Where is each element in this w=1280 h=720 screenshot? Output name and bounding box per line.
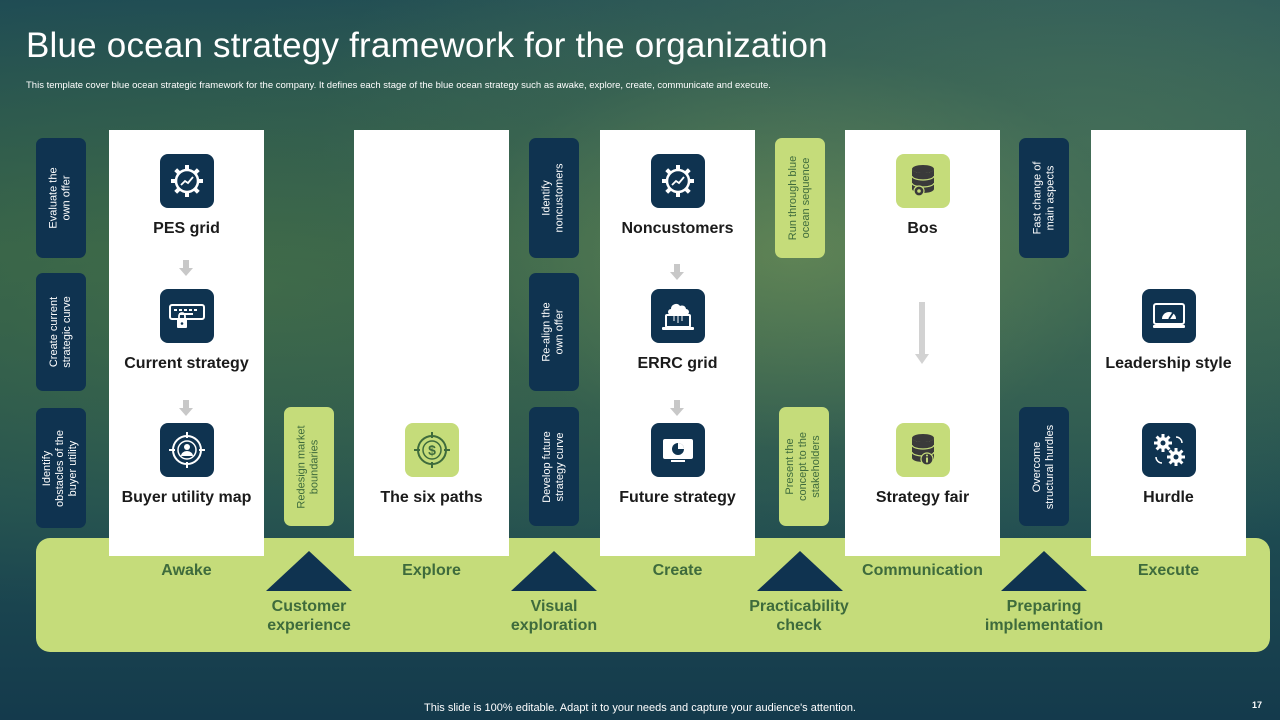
side-label-overcome-hurdles: Overcome structural hurdles bbox=[1019, 407, 1069, 526]
item-hurdle: Hurdle bbox=[1091, 423, 1246, 507]
pie-screen-icon bbox=[650, 423, 705, 477]
cloud-laptop-icon bbox=[650, 289, 705, 343]
stage-label-explore: Explore bbox=[402, 562, 461, 579]
side-label-create-strategic-curve: Create current strategic curve bbox=[36, 273, 86, 391]
column-explore: $ The six paths bbox=[354, 130, 509, 556]
triangle-marker bbox=[511, 551, 597, 591]
transition-label-customer-experience: Customer experience bbox=[267, 598, 351, 634]
item-noncustomers: Noncustomers bbox=[600, 154, 755, 238]
item-errc-grid: ERRC grid bbox=[600, 289, 755, 373]
database-gear-icon bbox=[895, 154, 950, 208]
side-label-identify-noncustomers: Identify noncustomers bbox=[529, 138, 579, 258]
slide-subtitle: This template cover blue ocean strategic… bbox=[26, 80, 771, 91]
item-label: Noncustomers bbox=[621, 220, 734, 237]
column-communication: Bos Strategy fair bbox=[845, 130, 1000, 556]
stage-label-awake: Awake bbox=[161, 562, 212, 579]
triangle-marker bbox=[757, 551, 843, 591]
arrow-down-icon bbox=[670, 400, 684, 416]
item-label: Hurdle bbox=[1143, 489, 1194, 506]
side-label-evaluate-own-offer: Evaluate the own offer bbox=[36, 138, 86, 258]
triangle-marker bbox=[266, 551, 352, 591]
stage-label-create: Create bbox=[652, 562, 703, 579]
stage-label-execute: Execute bbox=[1137, 562, 1200, 579]
item-label: ERRC grid bbox=[637, 355, 718, 372]
item-label: Leadership style bbox=[1105, 355, 1232, 372]
monitor-gauge-icon bbox=[1141, 289, 1196, 343]
side-label-realign-offer: Re-align the own offer bbox=[529, 273, 579, 391]
gear-chart-icon bbox=[159, 154, 214, 208]
item-pes-grid: PES grid bbox=[109, 154, 264, 238]
keyboard-lock-icon bbox=[159, 289, 214, 343]
gear-chart-icon bbox=[650, 154, 705, 208]
item-label: Future strategy bbox=[619, 489, 736, 506]
target-user-icon bbox=[159, 423, 214, 477]
item-label: Current strategy bbox=[124, 355, 249, 372]
gears-icon bbox=[1141, 423, 1196, 477]
item-leadership-style: Leadership style bbox=[1091, 289, 1246, 373]
arrow-down-icon bbox=[179, 400, 193, 416]
slide-title: Blue ocean strategy framework for the or… bbox=[26, 26, 828, 65]
side-label-redesign-market: Redesign market boundaries bbox=[284, 407, 334, 526]
column-create: Noncustomers ERRC grid Future strategy bbox=[600, 130, 755, 556]
item-strategy-fair: Strategy fair bbox=[845, 423, 1000, 507]
database-info-icon bbox=[895, 423, 950, 477]
side-label-develop-future-curve: Develop future strategy curve bbox=[529, 407, 579, 526]
transition-label-visual-exploration: Visual exploration bbox=[510, 598, 598, 634]
item-current-strategy: Current strategy bbox=[109, 289, 264, 373]
stage-label-communication: Communication bbox=[862, 562, 983, 579]
arrow-down-icon bbox=[915, 302, 929, 364]
item-six-paths: $ The six paths bbox=[354, 423, 509, 507]
transition-label-practicability-check: Practicability check bbox=[749, 598, 849, 634]
item-future-strategy: Future strategy bbox=[600, 423, 755, 507]
svg-text:$: $ bbox=[428, 442, 436, 458]
item-label: The six paths bbox=[380, 489, 483, 506]
column-execute: Leadership style Hurdle bbox=[1091, 130, 1246, 556]
triangle-marker bbox=[1001, 551, 1087, 591]
footer-note: This slide is 100% editable. Adapt it to… bbox=[424, 702, 856, 714]
side-label-present-concept: Present the concept to the stakeholders bbox=[779, 407, 829, 526]
side-label-run-blue-ocean: Run through blue ocean sequence bbox=[775, 138, 825, 258]
arrow-down-icon bbox=[179, 260, 193, 276]
page-number: 17 bbox=[1251, 700, 1262, 710]
item-label: PES grid bbox=[153, 220, 220, 237]
arrow-down-icon bbox=[670, 264, 684, 280]
dollar-target-icon: $ bbox=[404, 423, 459, 477]
column-awake: PES grid Current strategy Buyer utility … bbox=[109, 130, 264, 556]
item-label: Bos bbox=[907, 220, 938, 237]
item-label: Buyer utility map bbox=[121, 489, 252, 506]
item-buyer-utility-map: Buyer utility map bbox=[109, 423, 264, 507]
transition-label-preparing-implementation: Preparing implementation bbox=[984, 598, 1104, 634]
side-label-fast-change: Fast change of main aspects bbox=[1019, 138, 1069, 258]
item-bos: Bos bbox=[845, 154, 1000, 238]
item-label: Strategy fair bbox=[875, 489, 970, 506]
side-label-identify-obstacles: Identify obstacles of the buyer utility bbox=[36, 408, 86, 528]
